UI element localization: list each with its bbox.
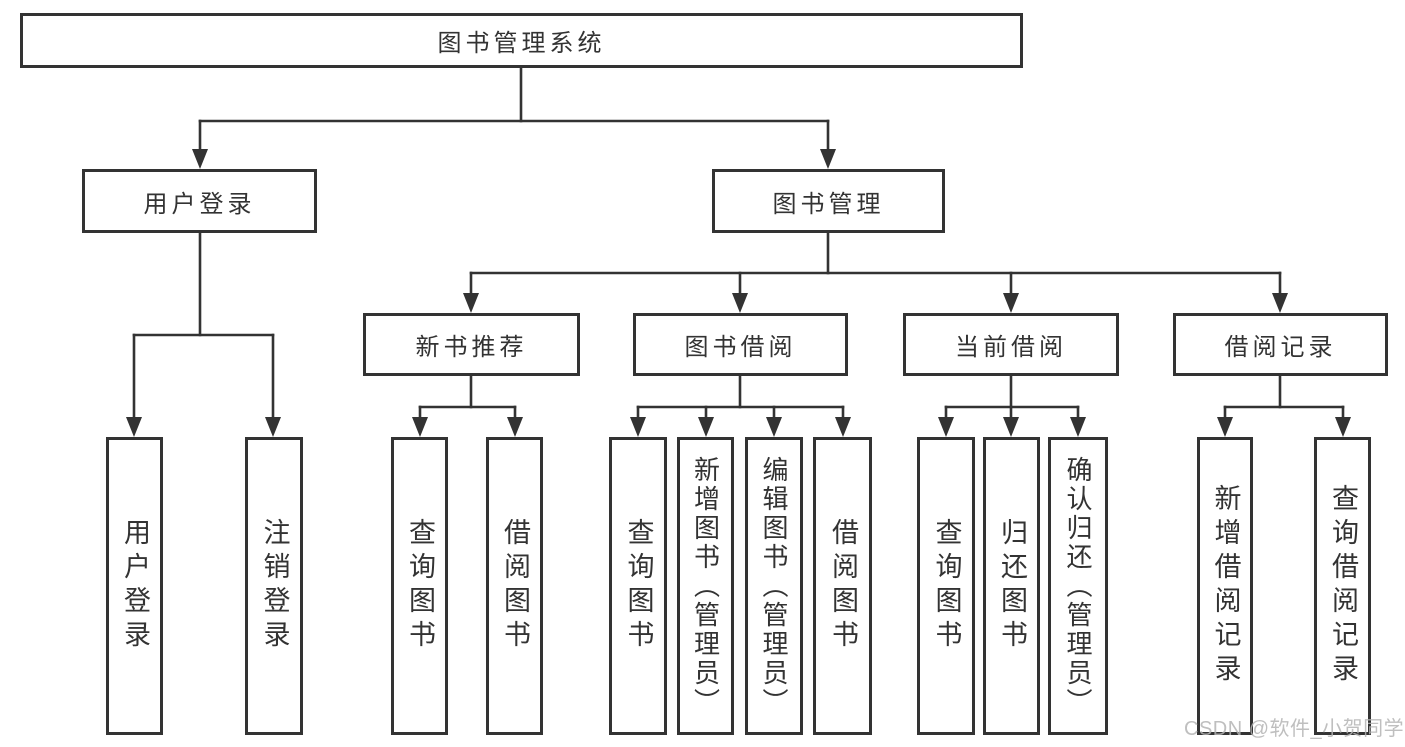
leaf-label: 查询图书	[405, 518, 435, 654]
leaf-label: 用户登录	[120, 518, 150, 654]
node-label: 图书借阅	[684, 334, 797, 361]
leaf-user-login: 用户登录	[106, 437, 163, 735]
leaf-label: 新增借阅记录	[1210, 484, 1241, 688]
node-label: 当前借阅	[955, 334, 1067, 361]
leaf-label: 借阅图书	[828, 518, 858, 654]
leaf-add-borrow-record: 新增借阅记录	[1197, 437, 1253, 735]
node-book-management: 图书管理	[712, 169, 945, 233]
leaf-confirm-return-admin: 确认归还（管理员）	[1048, 437, 1108, 735]
leaf-label: 借阅图书	[500, 518, 530, 654]
leaf-label: 新增图书（管理员）	[690, 455, 721, 717]
watermark: CSDN @软件_小贺同学	[1184, 718, 1405, 740]
leaf-query-books-borrowing: 查询图书	[609, 437, 667, 735]
leaf-label: 确认归还（管理员）	[1063, 455, 1093, 717]
leaf-label: 查询图书	[623, 518, 654, 654]
node-new-book-recommend: 新书推荐	[363, 313, 580, 376]
node-label: 图书管理	[772, 190, 885, 218]
node-book-borrowing: 图书借阅	[633, 313, 848, 376]
leaf-logout: 注销登录	[245, 437, 303, 735]
leaf-borrow-books: 借阅图书	[813, 437, 872, 735]
leaf-borrow-books-recommend: 借阅图书	[486, 437, 543, 735]
leaf-query-borrow-record: 查询借阅记录	[1314, 437, 1371, 735]
leaf-query-books-current: 查询图书	[917, 437, 975, 735]
node-label: 借阅记录	[1224, 334, 1337, 361]
leaf-label: 归还图书	[997, 518, 1027, 654]
leaf-label: 注销登录	[259, 518, 290, 654]
leaf-label: 编辑图书（管理员）	[759, 455, 789, 717]
node-borrowing-records: 借阅记录	[1173, 313, 1388, 376]
leaf-return-book: 归还图书	[983, 437, 1040, 735]
node-label: 新书推荐	[415, 334, 528, 361]
node-current-borrowing: 当前借阅	[903, 313, 1119, 376]
node-user-login: 用户登录	[82, 169, 317, 233]
node-library-system: 图书管理系统	[20, 13, 1023, 68]
node-label: 图书管理系统	[437, 30, 606, 57]
leaf-edit-book-admin: 编辑图书（管理员）	[745, 437, 803, 735]
leaf-label: 查询图书	[931, 518, 962, 654]
node-label: 用户登录	[143, 190, 256, 218]
leaf-query-books-recommend: 查询图书	[391, 437, 448, 735]
leaf-label: 查询借阅记录	[1328, 484, 1358, 688]
leaf-add-book-admin: 新增图书（管理员）	[677, 437, 734, 735]
